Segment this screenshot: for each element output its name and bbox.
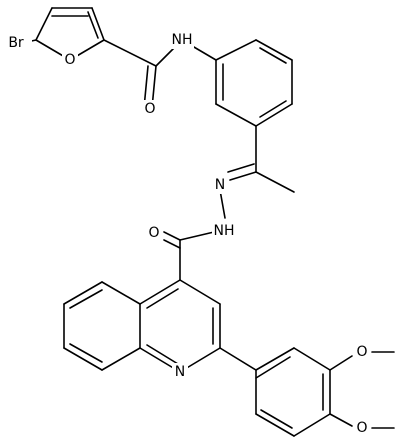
bond: [179, 231, 215, 241]
bond: [219, 189, 226, 219]
atom-label-layer: Br O NH O N NH O N O O: [4, 31, 370, 437]
bond: [146, 344, 179, 365]
bond: [215, 103, 257, 127]
hydrazone-nitrogen-label: N: [215, 177, 225, 193]
hydrazide-oxygen-label: O: [148, 225, 159, 241]
bond: [329, 413, 353, 427]
bromine-atom-label: Br: [8, 35, 24, 51]
bond: [69, 289, 103, 309]
bond: [219, 347, 257, 371]
bond: [227, 163, 255, 173]
bond: [255, 356, 291, 379]
bond: [101, 281, 141, 305]
bond: [103, 39, 157, 67]
bond: [259, 100, 287, 118]
bond: [259, 47, 287, 64]
amide-oxygen-label: O: [144, 101, 155, 117]
bond: [255, 39, 293, 61]
bond: [255, 413, 295, 437]
bond: [63, 281, 103, 305]
bond: [255, 171, 295, 193]
methoxy-oxygen-label: O: [356, 420, 367, 436]
bond: [163, 231, 181, 241]
quinoline-nitrogen-label: N: [175, 364, 185, 380]
bond: [69, 343, 103, 363]
bond: [101, 347, 141, 371]
bond: [215, 39, 257, 61]
bond-layer: [17, 7, 395, 437]
bond: [229, 171, 257, 181]
bond: [293, 413, 331, 437]
bond: [163, 239, 181, 249]
bond: [87, 11, 99, 39]
bond: [260, 409, 293, 429]
bond: [329, 355, 353, 371]
furan-oxygen-label: O: [64, 52, 75, 68]
bond: [35, 7, 53, 41]
bond: [255, 103, 293, 127]
amide-nh-label: NH: [172, 32, 193, 48]
bond: [91, 7, 105, 41]
bond: [63, 347, 103, 371]
hydrazide-nh-label: NH: [214, 223, 235, 239]
methoxy-oxygen-label: O: [356, 344, 367, 360]
bond: [146, 288, 179, 309]
bond: [293, 347, 331, 371]
bond: [255, 347, 295, 371]
bond: [179, 279, 221, 305]
bond: [139, 279, 181, 305]
